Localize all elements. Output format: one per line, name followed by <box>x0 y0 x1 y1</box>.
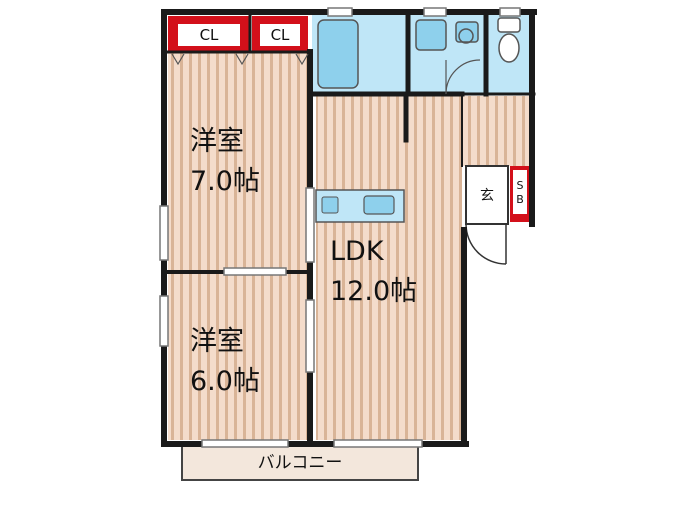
entrance <box>465 165 509 265</box>
toilet <box>488 14 530 94</box>
closet-hinges <box>171 53 309 66</box>
ldk-name: LDK <box>330 236 385 267</box>
kitchen-counter <box>315 189 405 223</box>
shoe-box-label-s: S <box>517 179 524 192</box>
bathroom <box>312 14 408 94</box>
western-room-1-size: 7.0帖 <box>190 166 260 197</box>
western-room-2-size: 6.0帖 <box>190 366 260 397</box>
hall-floor <box>462 96 530 166</box>
shoe-box <box>510 166 530 222</box>
western-room-2-name: 洋室 <box>190 326 244 357</box>
door-swing <box>445 59 481 95</box>
balcony <box>181 441 419 481</box>
western-room-2-floor <box>168 274 310 440</box>
ldk-size: 12.0帖 <box>330 276 417 307</box>
western-room-1-name: 洋室 <box>190 126 244 157</box>
closet-2 <box>252 16 308 52</box>
shoe-box-label-b: B <box>516 193 524 206</box>
ldk-floor <box>316 96 462 440</box>
windows <box>159 7 521 448</box>
western-room-1-floor <box>168 52 310 270</box>
closet-1 <box>168 16 250 52</box>
closet-1-label: CL <box>200 26 219 44</box>
balcony-label: バルコニー <box>258 453 343 473</box>
entrance-label: 玄 <box>480 187 494 204</box>
closet-2-label: CL <box>271 26 290 44</box>
